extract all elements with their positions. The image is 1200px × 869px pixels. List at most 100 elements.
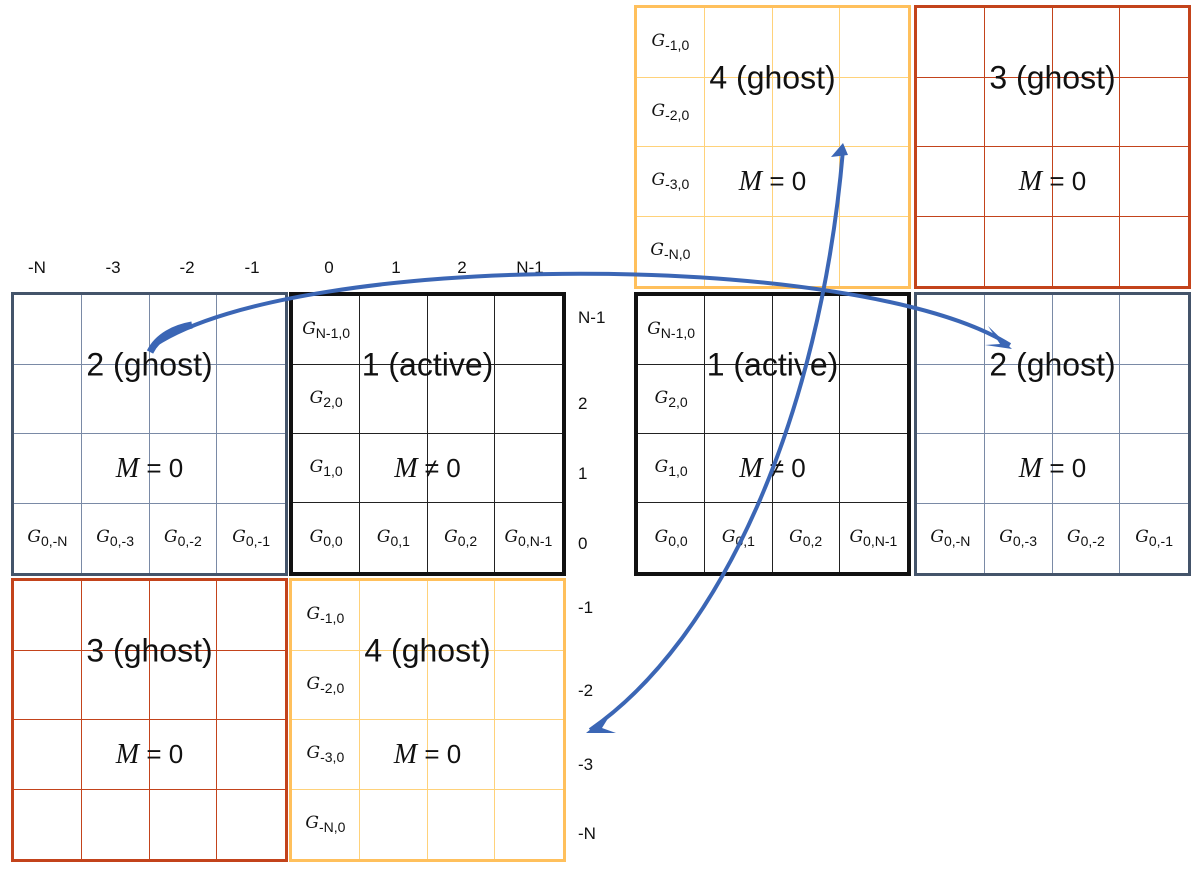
grid-cell xyxy=(14,364,82,434)
grid-cell xyxy=(1052,147,1121,217)
grid-cell: G0,N-1 xyxy=(495,503,562,572)
grid-cell xyxy=(917,364,985,434)
grid-cell xyxy=(150,789,218,859)
grid-cell xyxy=(840,217,908,287)
grid-cell xyxy=(1052,8,1121,78)
grid-cell: G2,0 xyxy=(638,365,706,434)
grid-cell xyxy=(149,650,218,720)
grid-cell: GN-1,0 xyxy=(638,296,706,365)
grid-cell: G0,-N xyxy=(14,503,82,573)
grid-cell xyxy=(985,216,1053,286)
cell-label: G1,0 xyxy=(309,457,343,479)
grid-cell: G0,-3 xyxy=(82,503,150,573)
grid-cell xyxy=(704,77,773,147)
grid-cell xyxy=(81,364,150,434)
cell-label: G0,-2 xyxy=(164,527,202,550)
grid-cell xyxy=(705,216,773,286)
cell-label: G0,N-1 xyxy=(504,526,553,549)
grid-cell xyxy=(839,434,907,503)
y-axis-label: -2 xyxy=(578,681,594,700)
grid-cell xyxy=(149,364,218,434)
grid-cell xyxy=(917,8,985,78)
grid-cell xyxy=(1053,216,1121,286)
grid-cell: G1,0 xyxy=(293,434,361,503)
grid-cell xyxy=(1052,364,1121,434)
x-axis-label: -N xyxy=(28,258,46,277)
cell-label: G2,0 xyxy=(654,388,688,410)
grid-cell: G-1,0 xyxy=(637,8,705,78)
grid-cell xyxy=(495,581,563,651)
grid-cell xyxy=(217,651,285,720)
grid-cell: G0,0 xyxy=(638,503,706,572)
grid-cell xyxy=(917,216,985,286)
grid-cell xyxy=(494,365,562,434)
grid-cell xyxy=(14,581,82,651)
x-axis-label: -3 xyxy=(105,258,121,277)
cell-label: G0,-3 xyxy=(999,527,1037,550)
grid-cell: G-N,0 xyxy=(637,216,705,286)
cell-label: G0,-N xyxy=(930,527,971,550)
grid-cell xyxy=(427,296,495,365)
grid-cell xyxy=(705,434,773,503)
grid-cell xyxy=(840,8,908,78)
y-axis-label: -1 xyxy=(578,598,594,617)
cell-label: G0,-1 xyxy=(1135,527,1173,550)
grid-cell xyxy=(494,434,562,503)
cell-label: G-2,0 xyxy=(306,673,345,696)
cell-label: GN-1,0 xyxy=(647,319,696,341)
grid-cell xyxy=(984,147,1053,217)
grid-cell xyxy=(1052,434,1121,504)
cell-label: G0,1 xyxy=(721,526,755,549)
grid-cell: G0,-N xyxy=(917,503,985,573)
grid-cell xyxy=(359,581,428,651)
y-axis-label: -N xyxy=(578,824,596,843)
grid-cell xyxy=(917,295,985,365)
cell-label: G-1,0 xyxy=(306,604,345,627)
block-grid xyxy=(917,8,1188,286)
cell-label: G0,2 xyxy=(444,526,478,549)
cell-label: G0,1 xyxy=(376,526,410,549)
x-axis-label: -1 xyxy=(244,258,260,277)
grid-cell xyxy=(772,365,840,434)
grid-cell: G-3,0 xyxy=(292,720,360,790)
grid-cell xyxy=(495,720,563,790)
grid-cell xyxy=(149,434,218,504)
grid-cell xyxy=(984,8,1053,78)
grid-cell xyxy=(1120,147,1188,217)
grid-cell xyxy=(360,365,428,434)
cell-label: GN-1,0 xyxy=(302,319,351,341)
grid-cell xyxy=(1120,78,1188,147)
cell-label: G0,N-1 xyxy=(849,526,898,549)
right-block-3: 3 (ghost)M = 0 xyxy=(914,5,1191,289)
grid-cell xyxy=(217,720,285,790)
grid-cell: G1,0 xyxy=(638,434,706,503)
grid-cell xyxy=(1052,295,1121,365)
grid-cell xyxy=(427,581,496,651)
y-axis-label: N-1 xyxy=(578,308,606,327)
grid-cell xyxy=(840,147,908,217)
grid-cell xyxy=(772,296,840,365)
grid-cell xyxy=(149,581,218,651)
cell-label: G1,0 xyxy=(654,457,688,479)
y-axis-label: 0 xyxy=(578,534,588,553)
cell-label: G0,0 xyxy=(309,526,343,549)
grid-cell: G-2,0 xyxy=(292,650,360,720)
grid-cell xyxy=(495,651,563,720)
grid-cell xyxy=(217,365,285,434)
grid-cell: G0,-1 xyxy=(1120,504,1188,574)
grid-cell: G0,N-1 xyxy=(840,503,907,572)
grid-cell xyxy=(149,720,218,790)
grid-cell xyxy=(917,434,985,504)
cell-label: G0,2 xyxy=(789,526,823,549)
grid-cell xyxy=(839,365,907,434)
grid-cell xyxy=(81,434,150,504)
grid-cell: G0,2 xyxy=(773,503,840,572)
grid-cell xyxy=(81,581,150,651)
grid-cell xyxy=(704,147,773,217)
cell-label: G-3,0 xyxy=(651,170,690,193)
